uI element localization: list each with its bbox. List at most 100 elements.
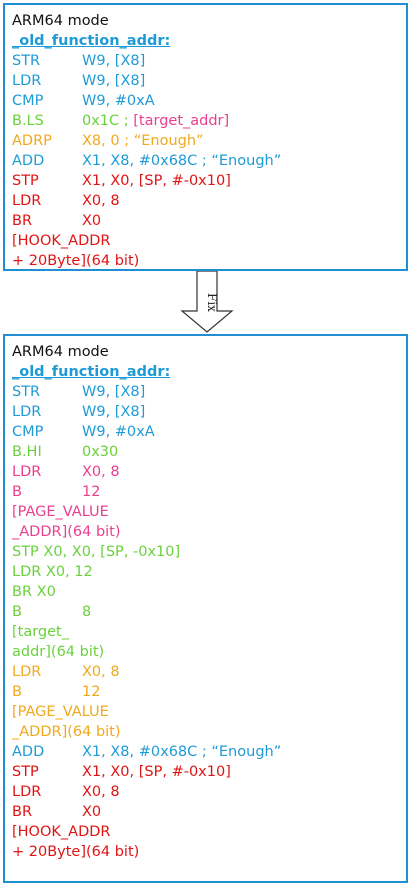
code-mnemonic: LDR	[12, 193, 42, 209]
code-line: [HOOK_ADDR	[12, 231, 281, 251]
code-line: STR W9, [X8]	[12, 382, 281, 402]
code-line: B.HI 0x30	[12, 442, 281, 462]
code-mnemonic: ARM64 mode	[12, 13, 109, 29]
code-operands: X1, X0, [SP, #-0x10]	[82, 764, 231, 780]
fix-arrow	[180, 271, 240, 334]
code-line: + 20Byte](64 bit)	[12, 842, 281, 862]
code-line: addr](64 bit)	[12, 642, 281, 662]
code-mnemonic: ADD	[12, 744, 45, 760]
code-mnemonic: + 20Byte](64 bit)	[12, 844, 140, 860]
code-line: LDR X0, 8	[12, 191, 281, 211]
code-mnemonic: BR X0	[12, 584, 56, 600]
fixed-code-lines: ARM64 mode _old_function_addr: STR W9, [X8]…	[12, 342, 281, 862]
code-mnemonic: LDR	[12, 73, 42, 89]
code-line: ADD X1, X8, #0x68C ; “Enough”	[12, 742, 281, 762]
code-mnemonic: LDR	[12, 464, 42, 480]
code-operand-target: [target_addr]	[133, 113, 230, 129]
code-operands: 12	[82, 684, 101, 700]
code-mnemonic: _ADDR](64 bit)	[12, 724, 121, 740]
code-operands: X0	[82, 213, 102, 229]
code-line: ARM64 mode	[12, 11, 281, 31]
code-operands: X1, X8, #0x68C ; “Enough”	[82, 744, 282, 760]
code-line: BR X0	[12, 582, 281, 602]
code-mnemonic: STR	[12, 53, 41, 69]
code-line: _ADDR](64 bit)	[12, 522, 281, 542]
code-line: [PAGE_VALUE	[12, 502, 281, 522]
code-operands: 12	[82, 484, 101, 500]
code-line: LDR W9, [X8]	[12, 402, 281, 422]
code-mnemonic: BR	[12, 804, 33, 820]
code-line: LDR W9, [X8]	[12, 71, 281, 91]
code-line: [PAGE_VALUE	[12, 702, 281, 722]
code-line: STP X0, X0, [SP, -0x10]	[12, 542, 281, 562]
code-mnemonic: ADD	[12, 153, 45, 169]
code-mnemonic: LDR	[12, 784, 42, 800]
code-mnemonic: ARM64 mode	[12, 344, 109, 360]
code-line: BR X0	[12, 211, 281, 231]
code-mnemonic: LDR X0, 12	[12, 564, 93, 580]
code-operands: W9, [X8]	[82, 384, 146, 400]
code-line: [target_	[12, 622, 281, 642]
code-line: LDR X0, 12	[12, 562, 281, 582]
code-operands: W9, #0xA	[82, 424, 155, 440]
fixed-code-box: ARM64 mode _old_function_addr: STR W9, [X8]…	[3, 334, 408, 883]
code-line: B 12	[12, 482, 281, 502]
code-line: STP X1, X0, [SP, #-0x10]	[12, 762, 281, 782]
code-mnemonic: LDR	[12, 404, 42, 420]
code-mnemonic: B	[12, 684, 22, 700]
code-mnemonic: B.LS	[12, 113, 44, 129]
code-line: LDR X0, 8	[12, 782, 281, 802]
code-mnemonic: _old_function_addr:	[12, 33, 171, 49]
code-operands: X0, 8	[82, 464, 120, 480]
code-operands: W9, [X8]	[82, 404, 146, 420]
code-line: STP X1, X0, [SP, #-0x10]	[12, 171, 281, 191]
code-mnemonic: _ADDR](64 bit)	[12, 524, 121, 540]
fix-label: Fix	[205, 292, 219, 312]
code-operands: X0, 8	[82, 784, 120, 800]
code-line: CMP W9, #0xA	[12, 422, 281, 442]
code-operands: X8, 0 ; “Enough”	[82, 133, 204, 149]
code-mnemonic: CMP	[12, 93, 44, 109]
code-mnemonic: [PAGE_VALUE	[12, 504, 109, 520]
code-mnemonic: B	[12, 484, 22, 500]
code-mnemonic: STR	[12, 384, 41, 400]
code-mnemonic: addr](64 bit)	[12, 644, 105, 660]
code-mnemonic: [HOOK_ADDR	[12, 824, 111, 840]
code-operands: W9, [X8]	[82, 73, 146, 89]
code-mnemonic: B.HI	[12, 444, 42, 460]
code-operands: X0, 8	[82, 664, 120, 680]
code-mnemonic: B	[12, 604, 22, 620]
down-arrow-icon	[180, 271, 234, 333]
code-mnemonic: [target_	[12, 624, 69, 640]
code-line: CMP W9, #0xA	[12, 91, 281, 111]
code-mnemonic: + 20Byte](64 bit)	[12, 253, 140, 269]
code-line: B.LS 0x1C ; [target_addr]	[12, 111, 281, 131]
code-operands: W9, #0xA	[82, 93, 155, 109]
code-mnemonic: BR	[12, 213, 33, 229]
code-line: B 12	[12, 682, 281, 702]
code-mnemonic: _old_function_addr:	[12, 364, 171, 380]
code-line: BR X0	[12, 802, 281, 822]
code-operands: 8	[82, 604, 92, 620]
code-operands: 0x1C ;	[82, 113, 134, 129]
code-operands: X1, X0, [SP, #-0x10]	[82, 173, 231, 189]
code-mnemonic: LDR	[12, 664, 42, 680]
code-mnemonic: STP	[12, 764, 39, 780]
code-mnemonic: STP	[12, 173, 39, 189]
code-line: [HOOK_ADDR	[12, 822, 281, 842]
code-mnemonic: [HOOK_ADDR	[12, 233, 111, 249]
code-mnemonic: CMP	[12, 424, 44, 440]
code-line: ADD X1, X8, #0x68C ; “Enough”	[12, 151, 281, 171]
code-mnemonic: STP X0, X0, [SP, -0x10]	[12, 544, 181, 560]
code-line: LDR X0, 8	[12, 462, 281, 482]
code-operands: X1, X8, #0x68C ; “Enough”	[82, 153, 282, 169]
code-line: LDR X0, 8	[12, 662, 281, 682]
code-operands: X0	[82, 804, 102, 820]
code-operands: X0, 8	[82, 193, 120, 209]
code-operands: 0x30	[82, 444, 119, 460]
code-line: _old_function_addr:	[12, 31, 281, 51]
